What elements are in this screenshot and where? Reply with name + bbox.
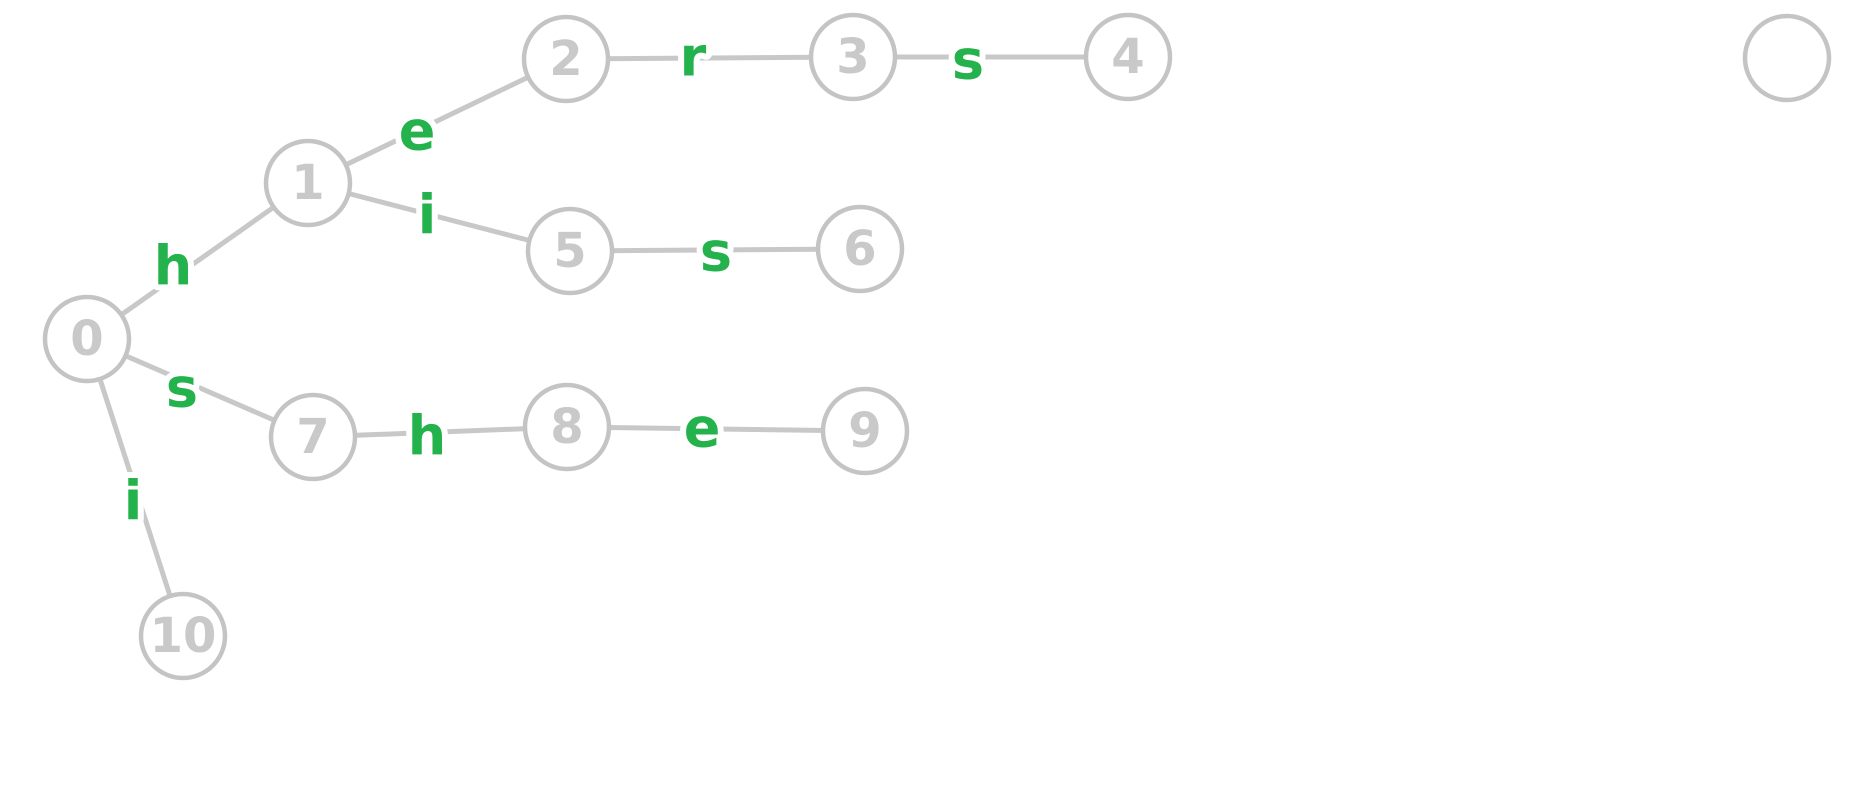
node-4-circle [1083,12,1173,102]
edge-2-3-label: r [680,26,707,89]
edge-5-6 [567,246,863,254]
node-2-circle [521,14,611,104]
node-3: 3 [808,12,898,102]
node-9-number: 9 [848,403,881,459]
node-2-number: 2 [549,31,582,87]
edge-3-4-label: s [952,29,984,92]
node-0-circle [42,294,132,384]
node-5: 5 [525,206,615,296]
edge-2-3 [563,54,856,62]
node-10-circle [138,591,228,681]
node-6: 6 [815,204,905,294]
node-1-number: 1 [291,155,324,211]
edges-layer [84,54,1131,639]
node-1-circle [263,138,353,228]
node-10-number: 10 [150,608,217,664]
node-7-circle [268,392,358,482]
node-2: 2 [521,14,611,104]
edge-1-2 [305,56,569,186]
node-8: 8 [522,382,612,472]
node-5-circle [525,206,615,296]
node-9-circle [820,386,910,476]
node-7: 7 [268,392,358,482]
node-3-circle [808,12,898,102]
node-5-number: 5 [553,223,586,279]
edge-8-9-label: e [684,397,721,460]
edge-0-1-label: h [154,235,192,298]
node-7-number: 7 [296,409,329,465]
node-10: 10 [138,591,228,681]
node-empty [1742,13,1832,103]
edge-1-5 [305,180,573,254]
node-1: 1 [263,138,353,228]
edge-0-10-label: i [124,470,143,533]
node-6-number: 6 [843,221,876,277]
node-4: 4 [1083,12,1173,102]
node-8-circle [522,382,612,472]
nodes-layer: 0 1 2 3 4 5 6 7 8 9 10 [42,12,1832,681]
node-9: 9 [820,386,910,476]
node-6-circle [815,204,905,294]
node-0-number: 0 [70,311,103,367]
node-0: 0 [42,294,132,384]
node-8-number: 8 [550,399,583,455]
edge-1-2-label: e [399,100,436,163]
edge-0-1 [84,180,311,342]
edge-1-5-label: i [418,184,437,247]
edge-8-9 [564,424,868,434]
node-4-number: 4 [1111,29,1144,85]
edge-0-10 [84,336,186,639]
node-3-number: 3 [836,29,869,85]
edge-0-7-label: s [166,357,198,420]
edge-5-6-label: s [700,221,732,284]
node-empty-circle [1742,13,1832,103]
edge-7-8-label: h [408,405,446,468]
